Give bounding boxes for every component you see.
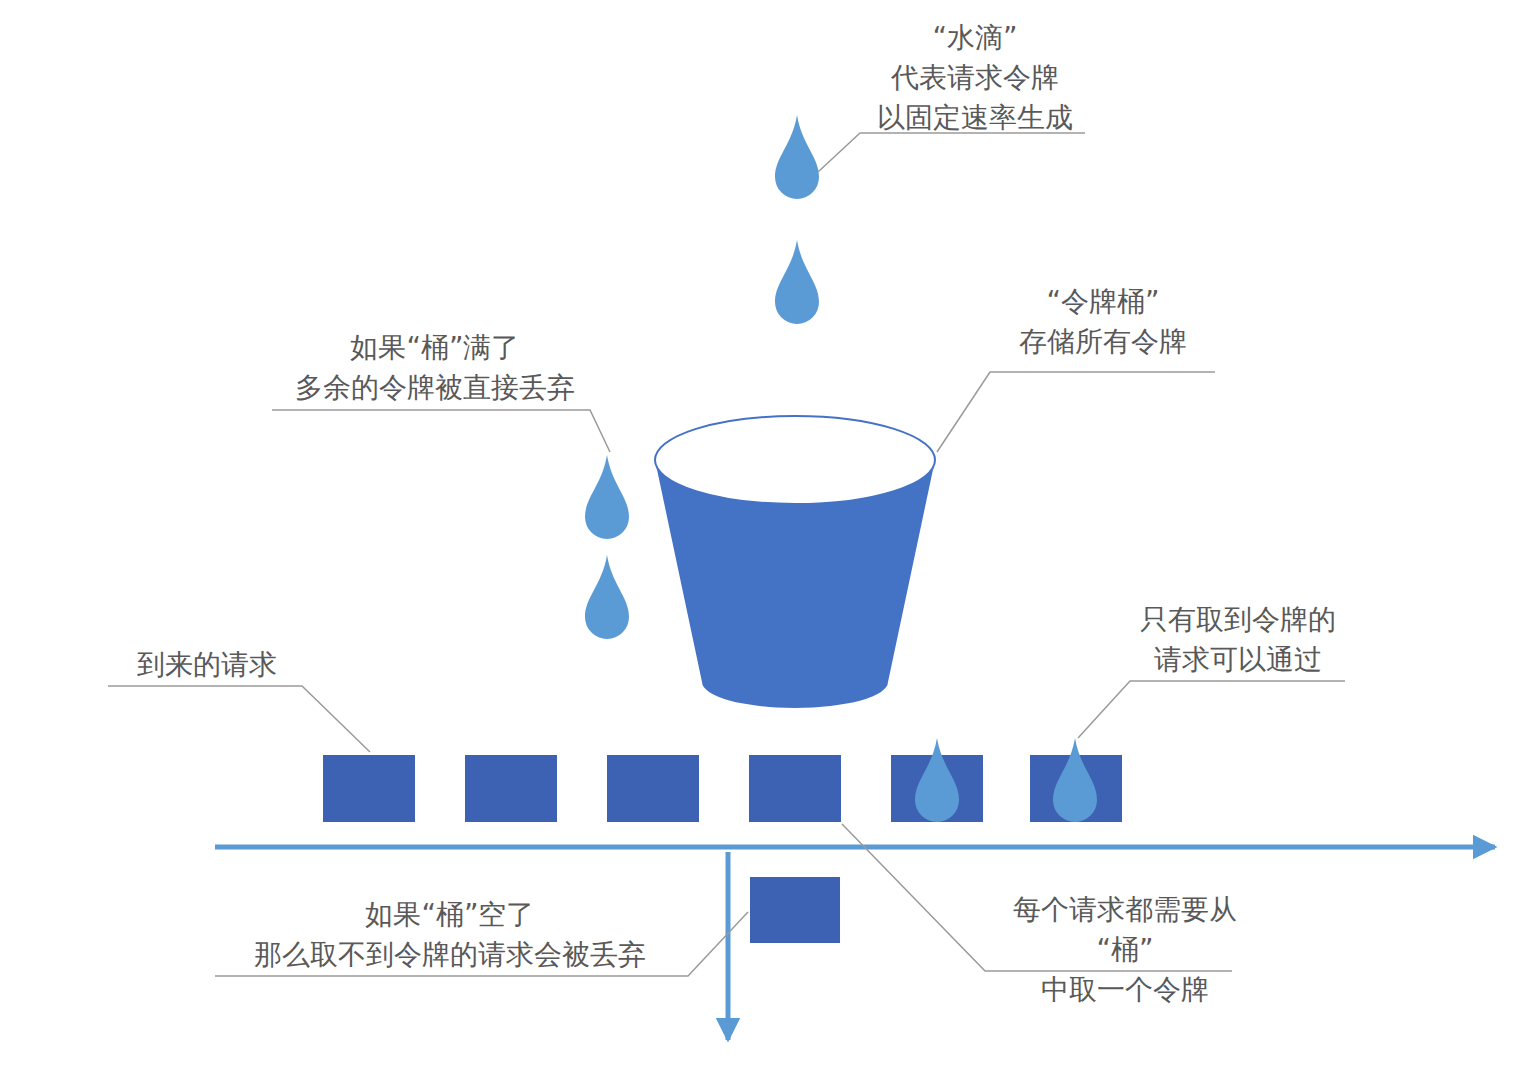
discard-arrow [726, 852, 731, 1040]
timeline-arrow [215, 845, 1495, 850]
token-drop [775, 115, 819, 199]
token-drop [915, 738, 959, 822]
bucket-rim [655, 416, 935, 504]
token-drop [1053, 738, 1097, 822]
callout-text: 如果“桶”满了 多余的令牌被直接丢弃 [295, 328, 575, 408]
token-drop [775, 240, 819, 324]
callout-text: 每个请求都需要从 “桶”中取一个令牌 [1013, 890, 1237, 1010]
token-drop [585, 455, 629, 539]
leader-lines [108, 133, 1345, 976]
callout-text: 只有取到令牌的 请求可以通过 [1140, 600, 1336, 680]
callout-text: “水滴” 代表请求令牌 以固定速率生成 [877, 18, 1073, 138]
token-drop [585, 555, 629, 639]
callout-text: 如果“桶”空了 那么取不到令牌的请求会被丢弃 [254, 895, 646, 975]
callout-text: “令牌桶” 存储所有令牌 [1019, 282, 1187, 362]
callout-text: 到来的请求 [137, 645, 277, 685]
